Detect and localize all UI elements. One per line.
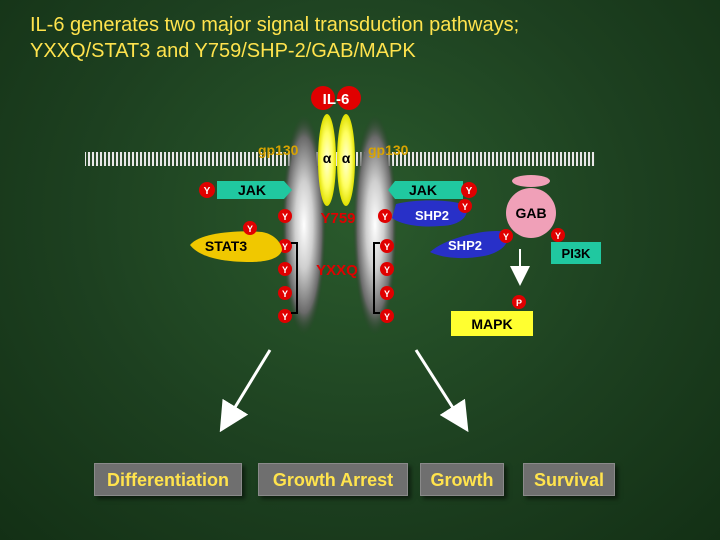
svg-text:Y: Y (282, 289, 288, 299)
phospho-mapk (512, 295, 526, 309)
outcome-survival: Survival (523, 463, 615, 496)
jak-right-shape (388, 181, 463, 199)
gp130-receptor-left (282, 115, 326, 335)
tyrosine-gab-pi3k (551, 228, 565, 242)
phospho-label: P (516, 298, 522, 308)
tyrosine-shp2-lower (499, 229, 513, 243)
svg-text:Y: Y (384, 265, 390, 275)
tyrosine-jak-left (199, 182, 215, 198)
stat3-shape (190, 231, 282, 262)
stat3-label: STAT3 (205, 238, 247, 254)
svg-text:Y: Y (282, 265, 288, 275)
il6-label: IL-6 (323, 91, 350, 108)
tyrosine-label: Y (466, 186, 473, 197)
pi3k-label: PI3K (562, 246, 592, 261)
svg-text:Y: Y (382, 212, 388, 222)
mapk-label: MAPK (471, 316, 512, 332)
tyrosines-receptor-left: Y Y Y Y Y (278, 209, 292, 323)
y759-label: Y759 (320, 210, 355, 227)
tyrosines-receptor-right: Y Y Y Y Y (378, 209, 394, 323)
tyrosine-stat3 (243, 221, 257, 235)
gp130-label-right: gp130 (368, 142, 409, 158)
il6-ligand-circle-right (337, 86, 361, 110)
svg-text:Y: Y (282, 212, 288, 222)
gp130-receptor-right (353, 115, 397, 335)
tyrosine-label: Y (503, 232, 509, 242)
svg-text:Y: Y (384, 312, 390, 322)
tyrosine-label: Y (204, 186, 211, 197)
pi3k-shape (551, 242, 601, 264)
il6-receptor-alpha-left (318, 114, 336, 206)
svg-text:Y: Y (282, 242, 288, 252)
shp2-upper-label: SHP2 (415, 208, 449, 223)
outcome-differentiation: Differentiation (94, 463, 242, 496)
outcome-growth: Growth (420, 463, 504, 496)
gab-cap (512, 175, 550, 187)
il6-ligand-circle-left (311, 86, 335, 110)
slide-title-line2: YXXQ/STAT3 and Y759/SHP-2/GAB/MAPK (30, 40, 416, 62)
svg-text:Y: Y (384, 289, 390, 299)
gab-shape (506, 188, 556, 238)
outcome-growth-arrest: Growth Arrest (258, 463, 408, 496)
jak-left-shape (217, 181, 292, 199)
tyrosine-label: Y (462, 202, 468, 212)
yxxq-bracket-left (291, 242, 298, 314)
il6-receptor-alpha-right (337, 114, 355, 206)
tyrosine-shp2-upper (458, 199, 472, 213)
mapk-shape (451, 311, 533, 336)
arrow-to-differentiation (219, 349, 272, 433)
arrow-to-growth (414, 349, 469, 433)
tyrosine-label: Y (555, 231, 561, 241)
yxxq-bracket-right (373, 242, 380, 314)
shp2-upper-shape (392, 200, 467, 227)
tyrosine-label: Y (247, 224, 253, 234)
shp2-lower-shape (430, 230, 508, 259)
gp130-label-left: gp130 (258, 142, 299, 158)
svg-text:Y: Y (282, 312, 288, 322)
slide-title-line1: IL-6 generates two major signal transduc… (30, 14, 520, 36)
yxxq-label: YXXQ (316, 262, 358, 279)
shp2-lower-label: SHP2 (448, 238, 482, 253)
alpha-label-right: α (342, 150, 351, 166)
gab-label: GAB (515, 205, 546, 221)
jak-right-label: JAK (409, 182, 437, 198)
svg-text:Y: Y (384, 242, 390, 252)
tyrosine-jak-right (461, 182, 477, 198)
jak-left-label: JAK (238, 182, 266, 198)
alpha-label-left: α (323, 150, 332, 166)
